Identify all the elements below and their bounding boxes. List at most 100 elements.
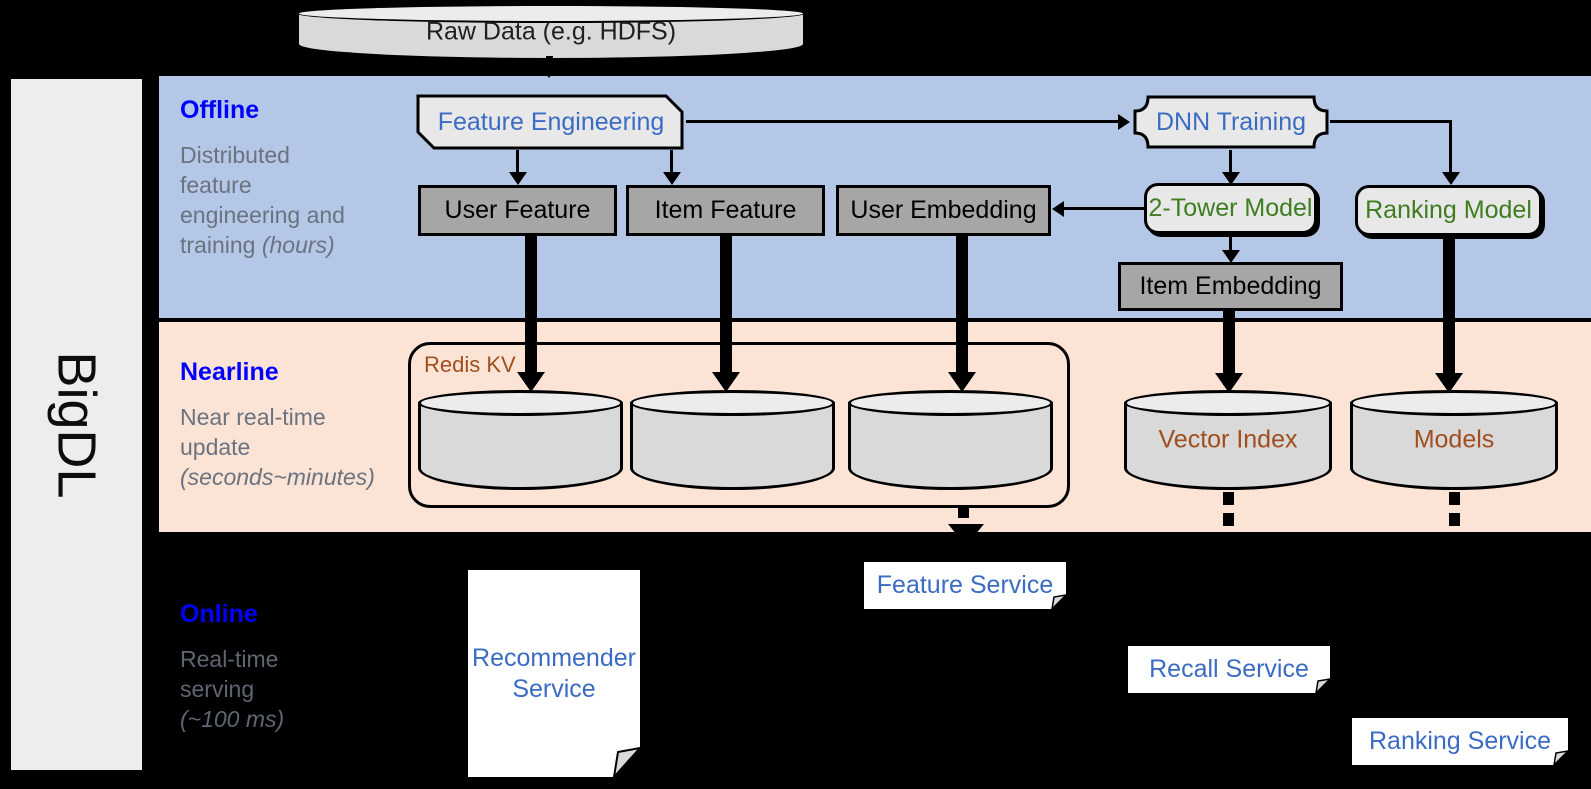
- arrow-userfeature-to-store-head: [517, 372, 545, 392]
- arrow-itemembedding-to-vectorindex-head: [1215, 373, 1243, 393]
- online-desc-emphasis: (~100 ms): [180, 706, 285, 732]
- user-embedding-store-cylinder[interactable]: [848, 390, 1053, 490]
- arrow-twotower-to-itemembedding-head: [1222, 250, 1240, 263]
- offline-description: Distributed feature engineering and trai…: [180, 140, 395, 260]
- feature-service-node[interactable]: Feature Service: [864, 562, 1066, 609]
- cylinder-top: [1124, 390, 1332, 416]
- ranking-model-label: Ranking Model: [1365, 196, 1532, 224]
- arrow-rankingmodel-to-models-line: [1443, 234, 1455, 385]
- dnn-training-node[interactable]: DNN Training: [1132, 94, 1330, 150]
- dnn-training-label: DNN Training: [1155, 107, 1307, 136]
- nearline-desc-1: Near real-time: [180, 404, 326, 430]
- vector-index-cylinder[interactable]: Vector Index: [1124, 390, 1332, 490]
- arrow-dnn-to-ranking-head: [1442, 172, 1460, 185]
- arrow-fe-to-userfeature-line: [516, 150, 519, 178]
- arrow-fe-to-itemfeature-line: [670, 150, 673, 178]
- models-cylinder[interactable]: Models: [1350, 390, 1558, 490]
- dash-models-2: [1449, 513, 1460, 526]
- arrow-fe-to-dnn-head: [1118, 114, 1130, 130]
- online-desc-2: serving: [180, 676, 255, 702]
- item-feature-store-cylinder[interactable]: [630, 390, 835, 490]
- two-tower-model-node[interactable]: 2-Tower Model: [1144, 183, 1317, 234]
- arrow-fe-to-itemfeature-head: [663, 172, 681, 185]
- feature-service-shape: [864, 562, 1066, 609]
- ranking-model-node[interactable]: Ranking Model: [1355, 185, 1542, 236]
- item-feature-node[interactable]: Item Feature: [626, 185, 825, 236]
- arrow-redis-to-featureservice-head: [948, 524, 984, 546]
- cylinder-body: [1124, 402, 1332, 490]
- arrow-rankingmodel-to-models-head: [1435, 373, 1463, 393]
- feature-engineering-node[interactable]: Feature Engineering: [416, 94, 686, 150]
- arrow-dnn-to-twotower-line: [1229, 150, 1232, 178]
- item-feature-label: Item Feature: [654, 196, 797, 224]
- arrow-itemfeature-to-store-head: [712, 372, 740, 392]
- nearline-title: Nearline: [180, 358, 279, 386]
- cylinder-body: [848, 402, 1053, 490]
- two-tower-model-label: 2-Tower Model: [1148, 194, 1313, 222]
- dash-vectorindex-1: [1223, 492, 1234, 505]
- cylinder-body: [630, 402, 835, 490]
- recall-service-node[interactable]: Recall Service: [1128, 646, 1330, 693]
- nearline-desc-2: update: [180, 434, 251, 460]
- arrow-twotower-to-userembedding-line: [1064, 207, 1146, 210]
- ranking-service-shape: [1352, 718, 1568, 765]
- arrow-userfeature-to-store-line: [525, 236, 537, 384]
- arrow-userembedding-to-store-line: [956, 236, 968, 384]
- offline-desc-1: Distributed: [180, 142, 290, 168]
- redis-kv-container: [408, 342, 1070, 508]
- redis-kv-label: Redis KV: [424, 352, 516, 377]
- recommender-service-label-line2: Service: [512, 674, 596, 703]
- feature-engineering-label: Feature Engineering: [437, 107, 665, 136]
- cylinder-top: [1350, 390, 1558, 416]
- dnn-training-shape: [1133, 95, 1329, 149]
- recall-service-shape: [1128, 646, 1330, 693]
- online-desc-1: Real-time: [180, 646, 279, 672]
- arrow-dnn-to-ranking-v: [1449, 120, 1452, 178]
- user-feature-node[interactable]: User Feature: [418, 185, 617, 236]
- arrow-itemembedding-to-vectorindex-line: [1223, 311, 1235, 385]
- user-feature-store-cylinder[interactable]: [418, 390, 623, 490]
- arrow-twotower-to-userembedding-head: [1052, 201, 1064, 217]
- arrow-dnn-to-ranking-h: [1330, 120, 1452, 123]
- user-feature-label: User Feature: [444, 196, 591, 224]
- recommender-service-node[interactable]: Recommender Service: [468, 570, 640, 777]
- cylinder-body: [418, 402, 623, 490]
- cylinder-top: [418, 390, 623, 416]
- offline-desc-emphasis: (hours): [261, 232, 335, 258]
- ranking-service-node[interactable]: Ranking Service: [1352, 718, 1568, 765]
- feature-service-label: Feature Service: [876, 571, 1054, 599]
- recommender-service-shape: [468, 570, 640, 777]
- cylinder-top: [297, 4, 805, 23]
- cylinder-top: [848, 390, 1053, 416]
- bigdl-label: BigDL: [46, 350, 107, 499]
- offline-desc-4: training: [180, 232, 262, 258]
- dash-vectorindex-2: [1223, 513, 1234, 526]
- arrow-twotower-to-itemembedding-line: [1229, 234, 1232, 258]
- recommender-service-label-line1: Recommender: [472, 643, 636, 672]
- recall-service-label: Recall Service: [1149, 655, 1309, 683]
- vector-index-label: Vector Index: [1158, 425, 1298, 454]
- bigdl-framework-sidebar: BigDL: [8, 76, 145, 773]
- cylinder-top: [630, 390, 835, 416]
- online-title: Online: [180, 600, 258, 628]
- user-embedding-node[interactable]: User Embedding: [836, 185, 1051, 236]
- item-embedding-node[interactable]: Item Embedding: [1118, 262, 1343, 311]
- arrow-fe-to-userfeature-head: [509, 172, 527, 185]
- nearline-description: Near real-time update (seconds~minutes): [180, 402, 410, 492]
- raw-data-cylinder: Raw Data (e.g. HDFS): [297, 4, 805, 60]
- nearline-desc-emphasis: (seconds~minutes): [180, 464, 375, 490]
- offline-title: Offline: [180, 96, 260, 124]
- arrow-itemfeature-to-store-line: [720, 236, 732, 384]
- arrow-fe-to-dnn-line: [686, 120, 1118, 123]
- arrow-rawdata-to-fe-head: [535, 58, 563, 78]
- item-embedding-label: Item Embedding: [1139, 272, 1322, 300]
- raw-data-label: Raw Data (e.g. HDFS): [425, 17, 677, 46]
- ranking-service-label: Ranking Service: [1368, 727, 1552, 755]
- online-description: Real-time serving (~100 ms): [180, 644, 395, 734]
- arrow-dnn-to-twotower-head: [1222, 172, 1240, 185]
- dash-redis-to-featureservice: [958, 505, 969, 518]
- offline-desc-2: feature: [180, 172, 252, 198]
- models-label: Models: [1413, 425, 1495, 454]
- dash-models-1: [1449, 492, 1460, 505]
